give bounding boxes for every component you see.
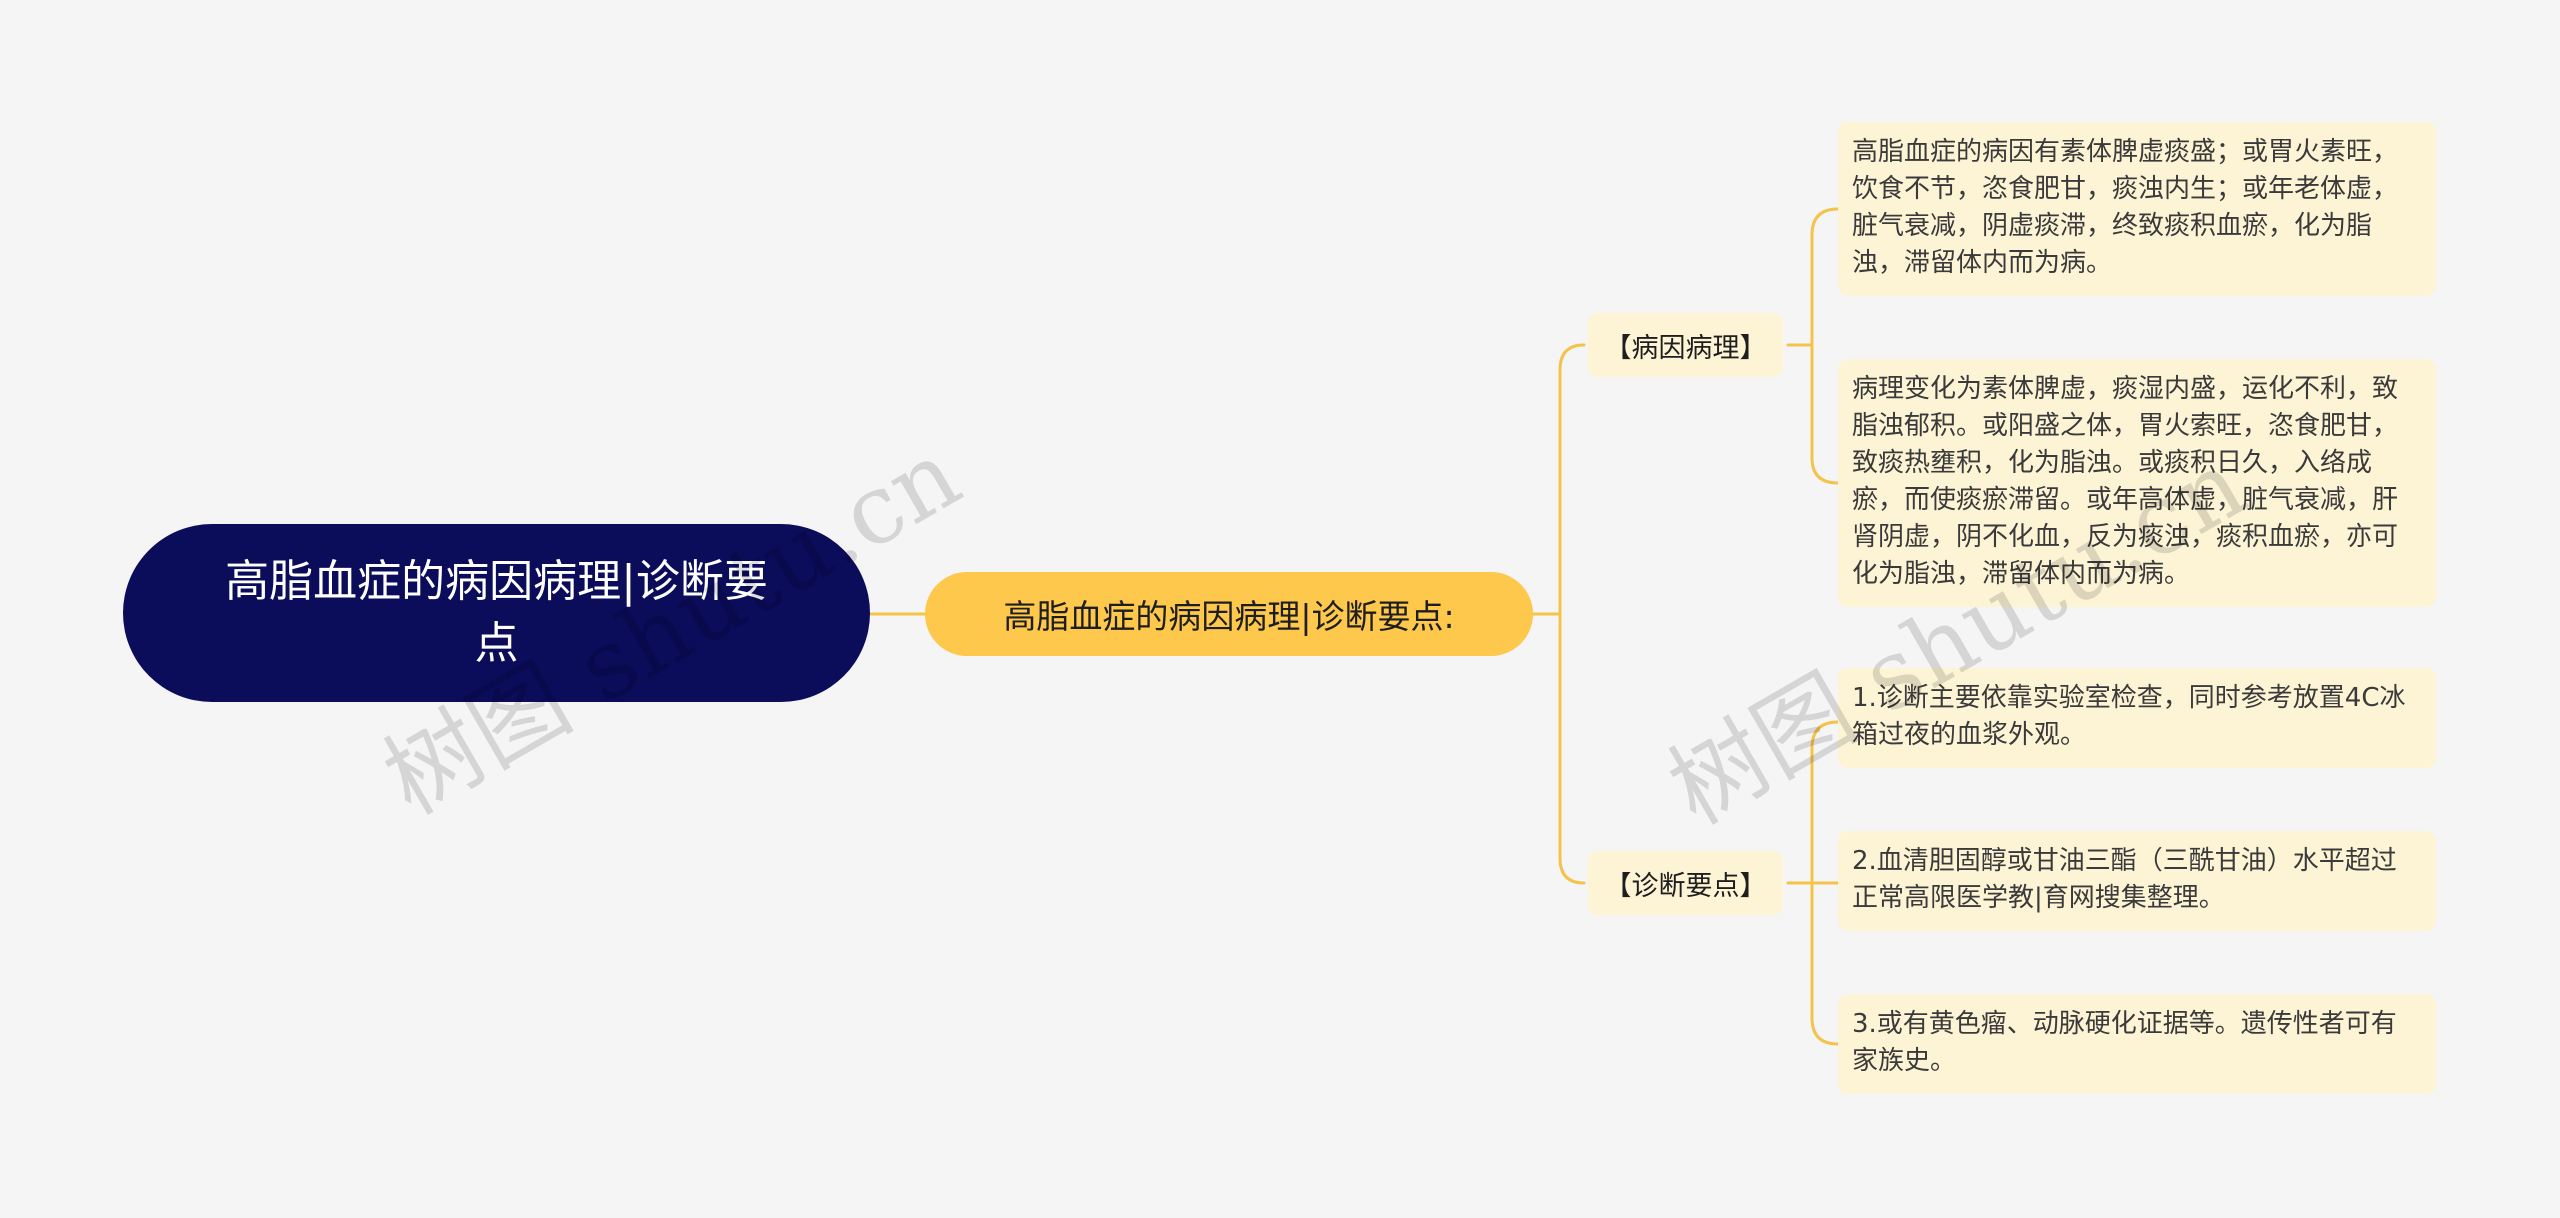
main-topic-label: 高脂血症的病因病理|诊断要点: xyxy=(1003,597,1455,636)
connector-main-branches xyxy=(1531,343,1586,885)
leaf-node-cause[interactable]: 高脂血症的病因有素体脾虚痰盛；或胃火素旺，饮食不节，恣食肥甘，痰浊内生；或年老体… xyxy=(1838,122,2436,296)
leaf-text: 病理变化为素体脾虚，痰湿内盛，运化不利，致脂浊郁积。或阳盛之体，胃火索旺，恣食肥… xyxy=(1852,374,2399,589)
leaf-text: 高脂血症的病因有素体脾虚痰盛；或胃火素旺，饮食不节，恣食肥甘，痰浊内生；或年老体… xyxy=(1852,137,2399,278)
main-topic-node[interactable]: 高脂血症的病因病理|诊断要点: xyxy=(925,572,1533,656)
leaf-node-diagnosis-2[interactable]: 2.血清胆固醇或甘油三酯（三酰甘油）水平超过正常高限医学教|育网搜集整理。 xyxy=(1838,831,2436,931)
branch-label: 【病因病理】 xyxy=(1604,332,1767,364)
branch-label: 【诊断要点】 xyxy=(1604,870,1767,902)
leaf-text: 2.血清胆固醇或甘油三酯（三酰甘油）水平超过正常高限医学教|育网搜集整理。 xyxy=(1852,846,2397,913)
branch-node-diagnosis[interactable]: 【诊断要点】 xyxy=(1588,851,1783,915)
connector-branch-2-leaves xyxy=(1786,720,1840,1046)
leaf-text: 3.或有黄色瘤、动脉硬化证据等。遗传性者可有家族史。 xyxy=(1852,1009,2397,1076)
root-node-label: 高脂血症的病因病理|诊断要点 xyxy=(225,556,768,669)
leaf-text: 1.诊断主要依靠实验室检查，同时参考放置4C冰箱过夜的血浆外观。 xyxy=(1852,683,2406,750)
connector-branch-1-leaves xyxy=(1786,207,1840,485)
leaf-node-diagnosis-3[interactable]: 3.或有黄色瘤、动脉硬化证据等。遗传性者可有家族史。 xyxy=(1838,994,2436,1094)
root-node[interactable]: 高脂血症的病因病理|诊断要点 xyxy=(123,524,870,702)
leaf-node-pathology[interactable]: 病理变化为素体脾虚，痰湿内盛，运化不利，致脂浊郁积。或阳盛之体，胃火索旺，恣食肥… xyxy=(1838,359,2436,607)
branch-node-cause-pathology[interactable]: 【病因病理】 xyxy=(1588,313,1783,377)
leaf-node-diagnosis-1[interactable]: 1.诊断主要依靠实验室检查，同时参考放置4C冰箱过夜的血浆外观。 xyxy=(1838,668,2436,768)
